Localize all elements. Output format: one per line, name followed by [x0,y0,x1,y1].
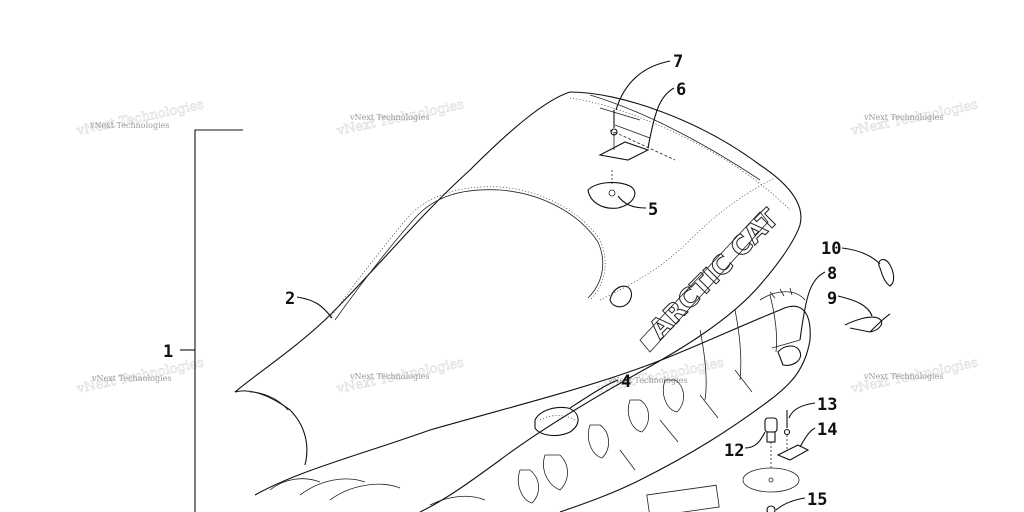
callout-6: 6 [676,80,686,100]
svg-text:vNext Technologies: vNext Technologies [75,97,205,139]
seat-base [254,287,811,512]
callout-2: 2 [285,289,295,309]
svg-text:vNext Technologies: vNext Technologies [863,113,943,122]
watermark: vNext Technologies vNext Technologies [74,355,205,397]
callout-7: 7 [673,52,683,72]
watermarks: vNext Technologies vNext Technologies vN… [74,97,979,397]
seat-cushion: ARCTIC CAT [234,91,802,512]
watermark: vNext Technologies vNext Technologies [848,355,979,397]
watermark: vNext Technologies vNext Technologies [334,355,465,397]
callouts: 1 2 4 5 6 7 8 9 10 12 13 14 15 [163,52,841,510]
seat-logo-text: ARCTIC CAT [644,204,785,345]
callout-12: 12 [724,441,744,461]
assembly-bracket [180,129,243,512]
callout-10: 10 [821,239,841,259]
svg-text:vNext Technologies: vNext Technologies [349,113,429,122]
leader-lines [296,60,881,511]
callout-9: 9 [827,289,837,309]
callout-13: 13 [817,395,837,415]
callout-15: 15 [807,490,827,510]
small-parts [534,110,895,512]
svg-text:vNext Technologies: vNext Technologies [863,372,943,381]
callout-1: 1 [163,342,173,362]
callout-5: 5 [648,200,658,220]
svg-text:vNext Technologies: vNext Technologies [91,374,171,383]
svg-text:vNext Technologies: vNext Technologies [607,376,687,385]
callout-8: 8 [827,264,837,284]
watermark: vNext Technologies vNext Technologies [334,97,465,139]
watermark: vNext Technologies vNext Technologies [848,97,979,139]
callout-4: 4 [621,372,631,392]
callout-14: 14 [817,420,837,440]
svg-text:vNext Technologies: vNext Technologies [349,372,429,381]
svg-text:vNext Technologies: vNext Technologies [89,121,169,130]
watermark: vNext Technologies vNext Technologies [74,97,205,139]
